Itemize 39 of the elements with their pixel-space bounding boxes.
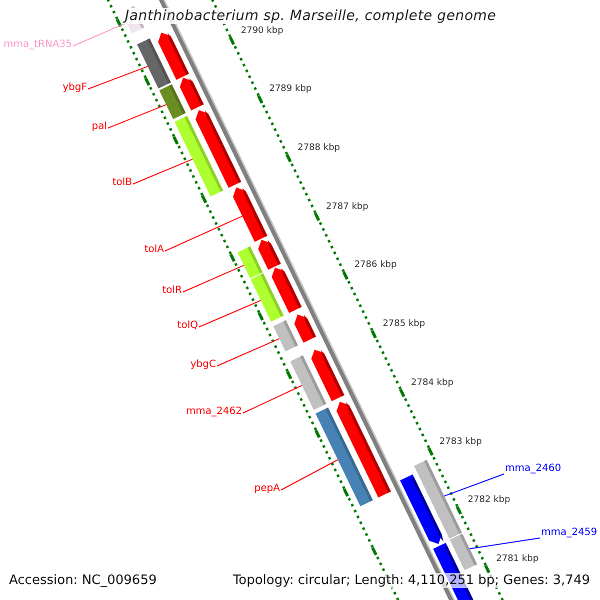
scale-label: 2787 kbp [326,202,368,212]
gene-label: mma_2460 [505,462,562,476]
footer-note: Topology: circular; Length: 4,110,251 bp; Genes: 3,749 [230,573,592,588]
gene-label: mma_2459 [541,526,598,540]
leader-line [242,385,302,414]
leader-line [216,338,280,366]
feature-box [450,534,478,570]
scale-label: 2788 kbp [298,143,340,154]
scale-label: 2783 kbp [439,436,482,446]
feature-box [290,355,326,410]
scale-label: 2786 kbp [354,260,397,270]
feature-box [250,273,284,322]
leader-line [108,104,167,128]
feature-box [159,84,186,120]
leader-line [164,216,243,252]
scale-label: 2789 kbp [269,84,312,94]
scale-label: 2785 kbp [382,319,426,330]
gene-label: mma_2462 [186,405,242,419]
gene-feature [232,188,268,242]
leader-line [444,474,504,497]
gene-label: mma_tRNA35 [3,38,72,52]
leader-line [182,264,244,292]
gene-label: ybgF [62,81,87,95]
scale-label: 2790 kbp [240,26,284,36]
leader-line [469,538,540,550]
feature-box [238,246,263,278]
scale-label: 2782 kbp [468,495,510,506]
leader-line [88,66,148,90]
leader-line [198,300,262,328]
gene-label: pepA [254,482,280,496]
leader-line [72,22,128,46]
footer-note: Accession: NC_009659 [7,573,159,588]
scale-label: 2781 kbp [496,554,539,564]
leader-line [132,158,194,184]
gene-label: pal [92,120,107,134]
leader-line [280,459,338,490]
scale-label: 2784 kbp [411,378,454,388]
feature-box [273,320,298,352]
gene-label: ybgC [190,358,216,372]
